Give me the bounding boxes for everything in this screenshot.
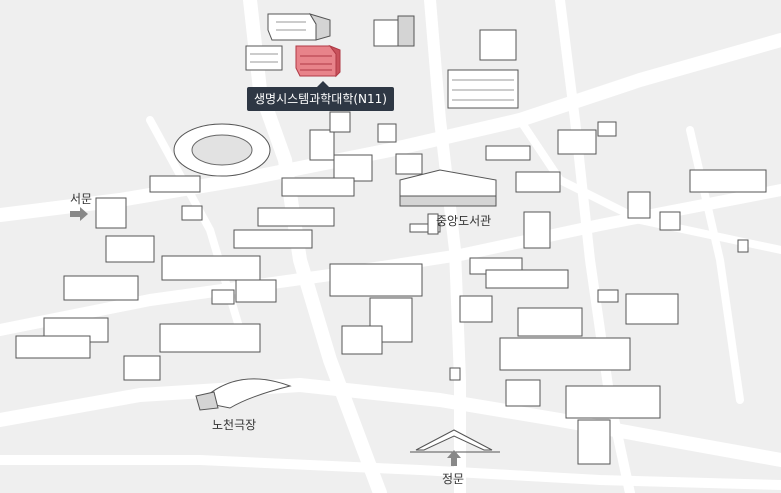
- statue-marker-icon: [427, 213, 439, 235]
- info-marker-icon: [449, 367, 461, 381]
- building[interactable]: [95, 197, 127, 229]
- building[interactable]: [329, 223, 441, 355]
- central-library-label: 중앙도서관: [436, 214, 492, 228]
- arrow-up-icon: [447, 450, 461, 466]
- stadium[interactable]: [149, 123, 271, 193]
- open-theater-building[interactable]: [195, 378, 292, 411]
- building[interactable]: [281, 111, 397, 197]
- open-theater-label: 노천극장: [212, 418, 257, 432]
- selected-building-n11[interactable]: [295, 44, 341, 78]
- main-gate-label: 정문: [442, 472, 465, 486]
- building[interactable]: [267, 13, 331, 41]
- arrow-right-icon: [70, 207, 88, 221]
- selected-building-callout[interactable]: 생명시스템과학대학(N11): [247, 81, 394, 111]
- building[interactable]: [447, 29, 519, 109]
- building[interactable]: [245, 45, 283, 71]
- info-marker-icon: [737, 239, 749, 253]
- building[interactable]: [459, 121, 767, 465]
- building[interactable]: [15, 205, 335, 381]
- central-library-building[interactable]: [395, 153, 497, 207]
- west-gate-label: 서문: [70, 192, 93, 206]
- building[interactable]: [373, 15, 415, 47]
- campus-buildings: [15, 13, 767, 465]
